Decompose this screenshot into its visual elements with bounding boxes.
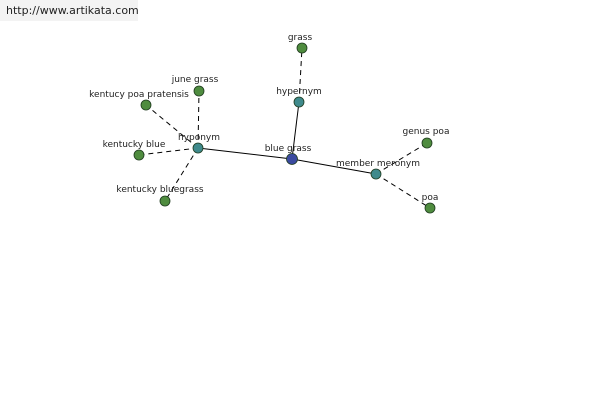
node-kentucy-poa-pratensis[interactable]: [140, 99, 152, 111]
edge-hypernym-to-grass: [298, 47, 303, 103]
label-june-grass[interactable]: june grass: [171, 75, 219, 85]
edge-member-meronym-to-genus-poa: [375, 142, 428, 175]
label-hyponym[interactable]: hyponym: [178, 133, 220, 143]
node-hyponym[interactable]: [192, 142, 204, 154]
node-blue-grass[interactable]: [286, 153, 298, 165]
node-grass[interactable]: [296, 42, 308, 54]
label-poa[interactable]: poa: [422, 193, 439, 203]
edge-hyponym-to-kentucky-bluegrass: [164, 147, 199, 202]
label-kentucky-bluegrass[interactable]: kentucky bluegrass: [116, 185, 203, 195]
node-layer: [133, 42, 436, 214]
node-kentucky-bluegrass[interactable]: [159, 195, 171, 207]
source-url-link[interactable]: http://www.artikata.com: [0, 0, 139, 21]
edge-member-meronym-to-poa: [375, 173, 431, 209]
label-member-meronym[interactable]: member meronym: [336, 159, 420, 169]
edge-hyponym-to-kentucy-poa-pratensis: [145, 104, 199, 149]
label-genus-poa[interactable]: genus poa: [403, 127, 450, 137]
node-kentucky-blue[interactable]: [133, 149, 145, 161]
node-june-grass[interactable]: [193, 85, 205, 97]
label-kentucky-blue[interactable]: kentucky blue: [103, 140, 166, 150]
edge-blue-grass-to-hyponym: [197, 147, 293, 160]
node-poa[interactable]: [424, 202, 436, 214]
label-layer: blue grass hypernym hyponym member meronym g…: [89, 33, 449, 203]
node-genus-poa[interactable]: [421, 137, 433, 149]
node-hypernym[interactable]: [293, 96, 305, 108]
edge-blue-grass-to-member-meronym: [291, 158, 377, 175]
edge-layer: [138, 47, 431, 209]
label-hypernym[interactable]: hypernym: [276, 87, 322, 97]
edge-hyponym-to-kentucky-blue: [138, 147, 199, 156]
edge-hyponym-to-june-grass: [197, 90, 200, 149]
node-member-meronym[interactable]: [370, 168, 382, 180]
label-grass[interactable]: grass: [288, 33, 313, 43]
label-kentucy-poa-pratensis[interactable]: kentucy poa pratensis: [89, 90, 189, 100]
edge-blue-grass-to-hypernym: [291, 101, 300, 160]
label-blue-grass[interactable]: blue grass: [265, 144, 312, 154]
